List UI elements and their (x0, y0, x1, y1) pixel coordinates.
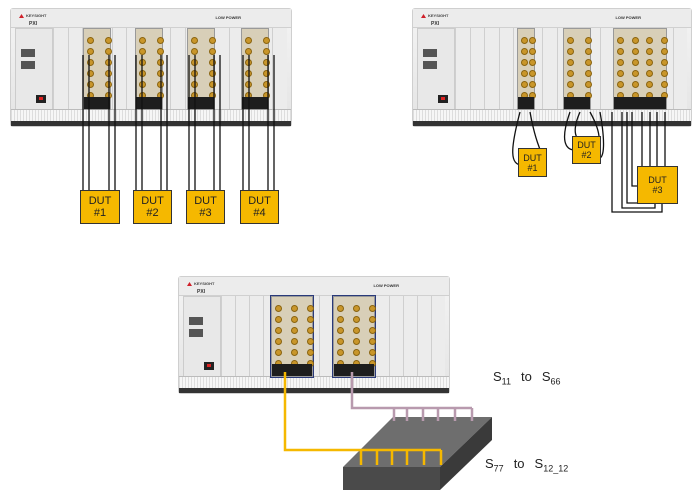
dut-number: #1 (93, 207, 107, 219)
dut-number: #4 (253, 207, 266, 219)
pxi-label: PXI (197, 289, 206, 295)
chassis-base (179, 376, 449, 393)
dut-label: DUT (523, 152, 542, 163)
dut-number: #2 (581, 150, 592, 160)
yellow-cable (283, 372, 443, 465)
ethernet-port (423, 61, 437, 69)
dut-box: DUT#4 (240, 190, 279, 224)
dut-label: DUT (577, 140, 596, 150)
vna-module (270, 295, 314, 378)
top-left-cables (82, 55, 275, 190)
power-switch (204, 362, 214, 370)
dut-box: DUT#2 (572, 136, 601, 164)
ethernet-port (423, 49, 437, 57)
controller-module (183, 296, 221, 377)
device-slab-front (343, 467, 440, 490)
device-slab-side (440, 417, 492, 490)
pink-cable (350, 372, 474, 421)
dut-box: DUT#3 (186, 190, 225, 224)
vna-module (517, 28, 536, 110)
dut-label: DUT (648, 175, 667, 185)
vna-module (563, 28, 592, 110)
pxi-chassis-bottom: KEYSIGHT PXI LOW POWER (178, 276, 450, 394)
pxi-chassis-top-right: KEYSIGHT PXI LOW POWER (412, 8, 692, 127)
pxi-label: PXI (29, 21, 38, 27)
dut-number: #3 (652, 185, 663, 195)
dut-label: DUT (248, 195, 271, 207)
ethernet-port (189, 329, 203, 337)
power-switch (36, 95, 46, 103)
power-switch (438, 95, 448, 103)
chassis-top-panel: KEYSIGHT PXI LOW POWER (413, 9, 691, 28)
ethernet-port (21, 61, 35, 69)
device-slab-top (343, 417, 492, 467)
controller-module (15, 28, 53, 110)
pxi-chassis-top-left: KEYSIGHT PXI LOW POWER (10, 8, 292, 127)
vna-module (332, 295, 376, 378)
dut-number: #3 (199, 207, 212, 219)
low-power-label: LOW POWER (615, 15, 641, 20)
vna-module (613, 28, 668, 110)
dut-number: #2 (146, 207, 159, 219)
pxi-label: PXI (431, 21, 440, 27)
brand-logo: KEYSIGHT (19, 13, 46, 18)
dut-label: DUT (88, 195, 112, 207)
ethernet-port (189, 317, 203, 325)
dut-box: DUT#3 (637, 166, 678, 204)
dut-label: DUT (194, 195, 217, 207)
ethernet-port (21, 49, 35, 57)
dut-label: DUT (141, 195, 164, 207)
low-power-label: LOW POWER (215, 15, 241, 20)
dut-number: #1 (527, 162, 538, 173)
chassis-top-panel: KEYSIGHT PXI LOW POWER (179, 277, 449, 296)
dut-box: DUT#1 (518, 148, 547, 177)
low-power-label: LOW POWER (373, 283, 399, 288)
chassis-top-panel: KEYSIGHT PXI LOW POWER (11, 9, 291, 28)
brand-logo: KEYSIGHT (421, 13, 448, 18)
brand-logo: KEYSIGHT (187, 281, 214, 286)
dut-box: DUT#2 (133, 190, 172, 224)
dut-box: DUT#1 (80, 190, 120, 224)
controller-module (417, 28, 455, 110)
